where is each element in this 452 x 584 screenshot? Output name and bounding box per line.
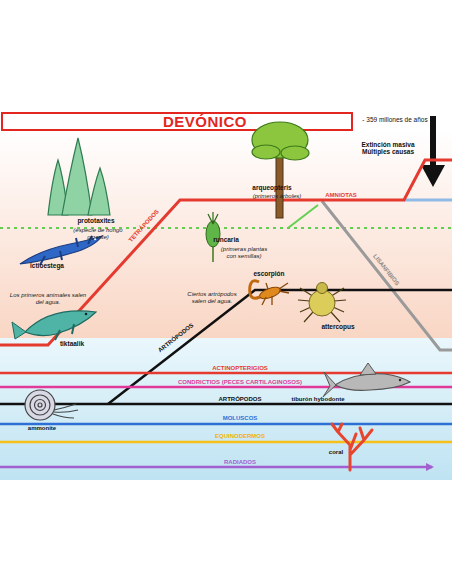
- lineage-label: RADIADOS: [224, 459, 256, 466]
- event-note: Extinción masiva Múltiples causas: [360, 141, 416, 156]
- scorpion-drawing: [258, 285, 282, 301]
- lineage-lines: [0, 423, 452, 426]
- runcaria-drawing: [208, 212, 218, 224]
- spider-drawing: [317, 283, 328, 294]
- spider-drawing: [298, 283, 346, 323]
- species-note: (primeros árboles): [253, 193, 302, 200]
- age-note: - 359 millones de años: [362, 116, 427, 123]
- ammonite-drawing: [30, 395, 50, 415]
- lineage-label: TETRÁPODOS: [127, 208, 160, 243]
- tiktaalik-drawing: [12, 322, 26, 339]
- ictioestega-drawing: [40, 236, 92, 265]
- lineage-lines: [0, 466, 432, 469]
- ictioestega-drawing: [20, 236, 102, 264]
- tree-drawing: [281, 146, 309, 160]
- species-name: runcaria: [213, 236, 239, 243]
- background: [0, 338, 452, 480]
- lineage-label: AMNIOTAS: [325, 192, 357, 199]
- shark-drawing: [335, 374, 410, 391]
- lineage-lines: [0, 227, 452, 229]
- tiktaalik-drawing: [25, 311, 96, 336]
- shark-drawing: [360, 363, 376, 375]
- lineage-lines: [322, 201, 452, 350]
- title: DEVÓNICO: [163, 114, 247, 131]
- lineage-label: MOLUSCOS: [223, 415, 258, 422]
- shark-drawing: [399, 379, 401, 381]
- ictioestega-drawing: [20, 236, 102, 265]
- lineage-label: EQUINODERMOS: [215, 433, 265, 440]
- extinction-arrow: [421, 165, 445, 187]
- lineage-label: ACTINOPTERIGIOS: [212, 365, 268, 372]
- species-name: tiburón hybodonte: [292, 396, 345, 403]
- species-name: ammonite: [28, 425, 56, 432]
- tiktaalik-drawing: [85, 313, 88, 316]
- species-name: tiktaalik: [60, 340, 84, 347]
- background: [0, 130, 452, 338]
- lineage-lines: [288, 205, 318, 228]
- scorpion-drawing: [250, 281, 289, 305]
- lineage-lines: [404, 199, 452, 202]
- species-name: coral: [329, 449, 343, 456]
- tiktaalik-drawing: [55, 324, 74, 340]
- ammonite-drawing: [35, 400, 46, 411]
- lineage-label: LISANFIBIOS: [372, 253, 401, 287]
- ammonite-drawing: [25, 390, 55, 420]
- coral-drawing: [332, 424, 372, 470]
- tree-drawing: [252, 122, 309, 218]
- prototaxites-drawing: [48, 138, 110, 215]
- ammonite-drawing: [53, 404, 78, 418]
- species-name: prototaxites: [77, 217, 114, 224]
- lineage-label: CONDRICTIOS (PECES CARTILAGINOSOS): [178, 379, 302, 386]
- event-note: Ciertos artrópodos salen del agua.: [181, 291, 243, 304]
- species-name: escorpión: [253, 270, 284, 277]
- species-note: (especie de hongo gigante): [70, 227, 126, 240]
- shark-drawing: [323, 372, 336, 397]
- event-note: Los primeros animales salen del agua.: [8, 292, 88, 305]
- ammonite-drawing: [25, 390, 78, 420]
- species-name: arqueopteris: [252, 184, 291, 191]
- lineage-lines: [0, 441, 452, 444]
- background: [0, 130, 452, 480]
- scorpion-drawing: [262, 283, 289, 305]
- scorpion-drawing: [250, 281, 260, 299]
- lineage-label: ARTRÓPODOS: [157, 322, 195, 354]
- prototaxites-drawing: [62, 138, 92, 215]
- coral-drawing: [332, 424, 372, 470]
- prototaxites-drawing: [88, 168, 110, 215]
- species-name: ictioestega: [30, 262, 64, 269]
- lineage-label: ARTRÓPODOS: [218, 396, 261, 403]
- species-name: attercopus: [321, 323, 354, 330]
- lineage-lines: [0, 403, 452, 406]
- species-note: (primeras plantas con semillas): [216, 246, 272, 259]
- ammonite-drawing: [38, 403, 42, 407]
- tiktaalik-drawing: [12, 311, 96, 340]
- shark-drawing: [323, 363, 410, 397]
- extinction-arrow: [421, 116, 445, 187]
- tree-drawing: [252, 145, 280, 159]
